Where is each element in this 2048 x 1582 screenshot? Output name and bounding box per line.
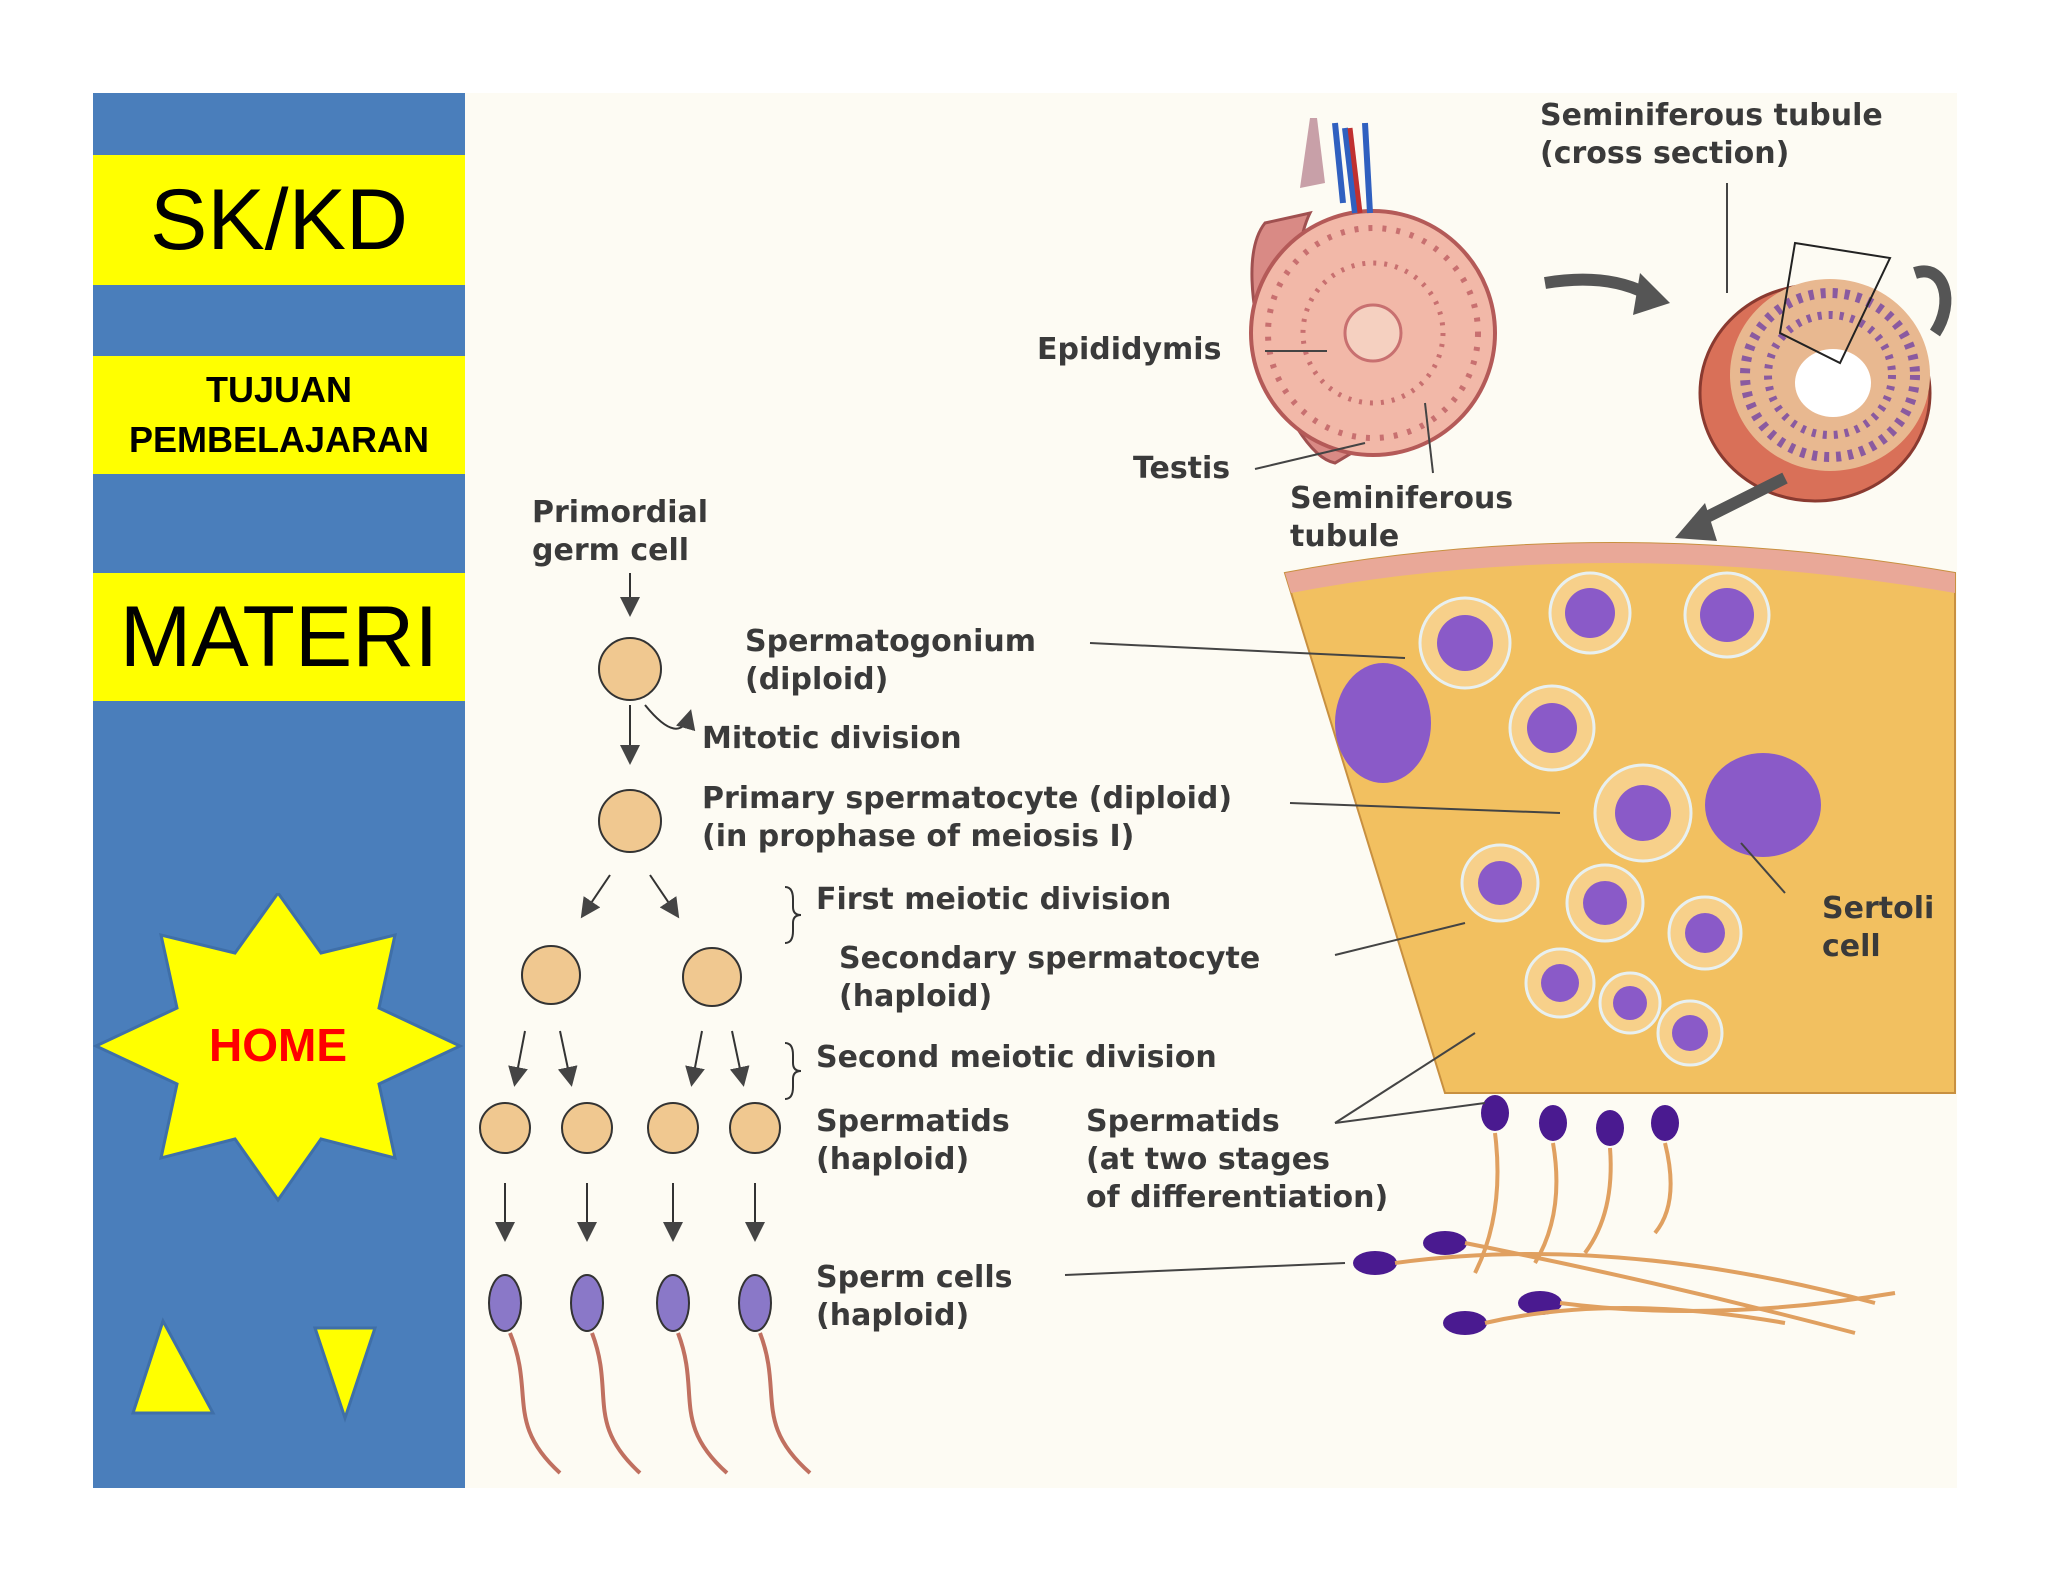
sidebar-nav: SK/KD TUJUAN PEMBELAJARAN MATERI HOME [93,93,465,1488]
label-primary-spermatocyte: Primary spermatocyte (diploid) (in proph… [702,781,1233,854]
label-second-meiotic-division: Second meiotic division [816,1040,1217,1075]
sk-kd-button[interactable]: SK/KD [93,155,465,285]
triangle-down-icon[interactable] [312,1326,378,1423]
label-spermatogonium: Spermatogonium (diploid) [745,624,1037,697]
label-first-meiotic-division: First meiotic division [816,882,1172,917]
tujuan-pembelajaran-button[interactable]: TUJUAN PEMBELAJARAN [93,356,465,474]
home-label: HOME [209,1019,347,1071]
testis-illustration [1249,118,1497,465]
label-spermatids-haploid: Spermatids (haploid) [816,1104,1010,1177]
tubule-cross-section [1698,241,1952,503]
label-spermatids-stages: Spermatids (at two stages of differentia… [1086,1104,1389,1215]
label-testis: Testis [1133,451,1231,486]
sidebar-icons: HOME [93,893,464,1423]
home-button[interactable]: HOME [93,893,464,1203]
label-sertoli-cell: Sertoli cell [1822,891,1935,964]
label-seminiferous-tubule: Seminiferous tubule [1290,481,1514,554]
label-mitotic-division: Mitotic division [702,721,962,756]
materi-button[interactable]: MATERI [93,573,465,701]
home-star-icon [93,893,464,1203]
label-seminiferous-cross-section: Seminiferous tubule (cross section) [1540,98,1883,171]
leader-lines [1064,183,1786,1276]
tubule-wall [1283,542,1956,1335]
triangle-up-icon[interactable] [130,1317,216,1415]
diagram-art [479,118,1956,1475]
label-sperm-cells: Sperm cells (haploid) [816,1260,1013,1333]
spermatogenesis-diagram: Seminiferous tubule (cross section) Epid… [465,93,1957,1488]
label-epididymis: Epididymis [1037,332,1222,367]
arrow-to-cross [1544,273,1648,299]
label-primordial-germ-cell: Primordial germ cell [532,495,709,568]
cell-lineage [479,573,812,1475]
label-secondary-spermatocyte: Secondary spermatocyte (haploid) [839,941,1261,1014]
